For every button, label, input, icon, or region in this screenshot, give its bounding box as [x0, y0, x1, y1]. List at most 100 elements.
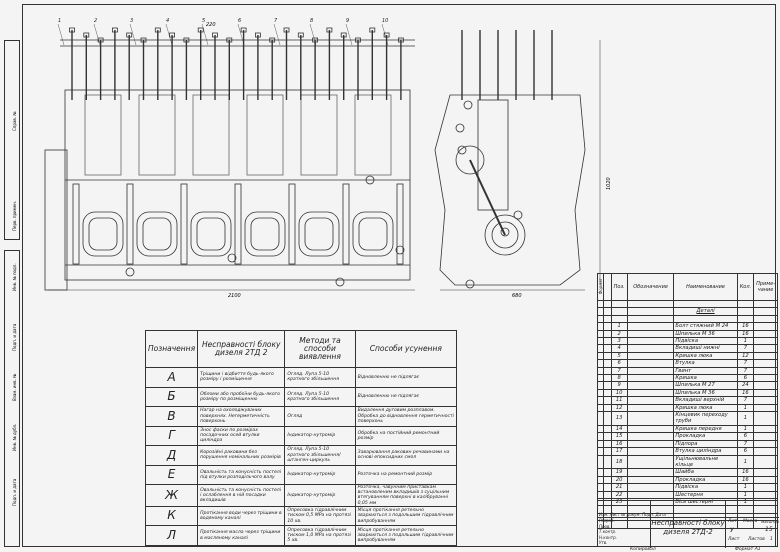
- part-name: Кришка люка: [673, 403, 738, 413]
- cylinder-section: [246, 94, 284, 176]
- cylinder-section: [84, 94, 122, 176]
- cell: [603, 411, 612, 426]
- remedy-method: Відновленню не підлягає: [354, 386, 458, 407]
- part-qty: 7: [736, 359, 755, 368]
- part-designation: [626, 432, 675, 441]
- part-designation: [626, 403, 675, 413]
- side-strip-labels: Инв. № подл. Подп. и дата Взам. инв. № И…: [12, 263, 17, 506]
- cell: [597, 396, 604, 405]
- block-body: [64, 89, 411, 281]
- remedy-method: Заварювання раковин речовинами на основі…: [354, 445, 458, 466]
- cell: [603, 439, 612, 449]
- cell: [603, 396, 612, 405]
- part-name: Втулка циліндра: [673, 447, 738, 456]
- defect-marker: [227, 253, 237, 263]
- part-pos: 14: [610, 424, 628, 434]
- defect-description: Протікання масла через тріщини в масляно…: [197, 525, 286, 546]
- remedy-method: Відновленню не підлягає: [354, 367, 458, 388]
- part-designation: [626, 483, 675, 492]
- cell: [603, 351, 612, 361]
- detection-method: Опресовка гідравлічним тиском 0,5 MPa на…: [284, 505, 356, 527]
- part-name: Підпора: [673, 439, 738, 449]
- drawing-title: Несправності блоку дизеля 2ТД-2: [651, 519, 725, 536]
- cell: [673, 314, 738, 324]
- defect-marker: [125, 267, 135, 277]
- parts-section-title: Деталі: [673, 307, 738, 316]
- remedy-method: Видалення дуговим розплавом. Обробка до …: [354, 406, 458, 427]
- cell: [597, 388, 604, 398]
- part-pos: 10: [610, 388, 628, 398]
- defect-code: В: [144, 406, 199, 427]
- cell: [597, 381, 604, 390]
- cell: [753, 314, 778, 324]
- part-designation: [626, 381, 675, 390]
- defect-description: Обломи або пробоїни будь-якого розміру п…: [197, 386, 286, 407]
- part-designation: [626, 396, 675, 405]
- part-pos: 3: [610, 336, 628, 346]
- part-pos: 22: [610, 490, 628, 499]
- part-note: [753, 454, 778, 470]
- scale-value: 15: [765, 526, 773, 533]
- cylinder-bore: [190, 211, 232, 257]
- part-pos: 2: [610, 329, 628, 339]
- defect-description: Овальність та конусність постелі і ослаб…: [197, 484, 286, 507]
- cell: [603, 299, 612, 309]
- lit-label: Лит.: [728, 519, 739, 524]
- side-strip: Инв. № подл. Подп. и дата Взам. инв. № И…: [4, 250, 20, 547]
- part-name: Шестерня: [673, 490, 738, 499]
- detection-method: Опресовка гідравлічним тиском 1,0 MPa на…: [284, 525, 356, 546]
- part-note: [753, 432, 778, 441]
- part-pos: 7: [610, 366, 628, 376]
- defects-table: Позначення Несправності блоку дизеля 2ТД…: [144, 330, 458, 546]
- main-bearing-web: [234, 183, 242, 265]
- remedy-method: Розточка на ремонтний розмір: [354, 464, 458, 485]
- cell: [603, 307, 612, 316]
- callout-label: 5: [202, 18, 205, 24]
- cell: [597, 374, 604, 383]
- part-designation: [626, 329, 675, 339]
- cell: [753, 299, 778, 309]
- callout-label: 10: [382, 18, 388, 24]
- part-qty: 16: [736, 468, 755, 477]
- cell: [626, 314, 675, 324]
- role: Утв.: [599, 540, 608, 545]
- part-designation: [626, 344, 675, 353]
- parts-row: [597, 299, 778, 309]
- main-bearing-web: [342, 183, 350, 265]
- sheets-value: 1: [770, 537, 773, 542]
- cell: [736, 520, 755, 529]
- side-strip-label: Подп. и дата: [12, 478, 17, 506]
- defect-code: Ж: [144, 484, 199, 507]
- part-designation: [626, 359, 675, 368]
- cell: [597, 359, 604, 368]
- part-name: Прокладка: [673, 432, 738, 441]
- side-strip-label: Подп. и дата: [12, 323, 17, 351]
- detection-method: Індикатор-нутромір: [284, 425, 356, 446]
- part-qty: 7: [736, 439, 755, 449]
- crankshaft-bore: [484, 214, 526, 256]
- part-qty: 1: [736, 424, 755, 434]
- defect-code: К: [144, 505, 199, 527]
- part-name: Шпилька М 36: [673, 329, 738, 339]
- defect-code: Л: [144, 525, 199, 546]
- cell: [597, 483, 604, 492]
- part-name: Втулка: [673, 359, 738, 368]
- part-name: Кришка: [673, 374, 738, 383]
- side-strip-label: Справ. №: [12, 112, 17, 131]
- main-bearing-web: [288, 183, 296, 265]
- cell: [603, 381, 612, 390]
